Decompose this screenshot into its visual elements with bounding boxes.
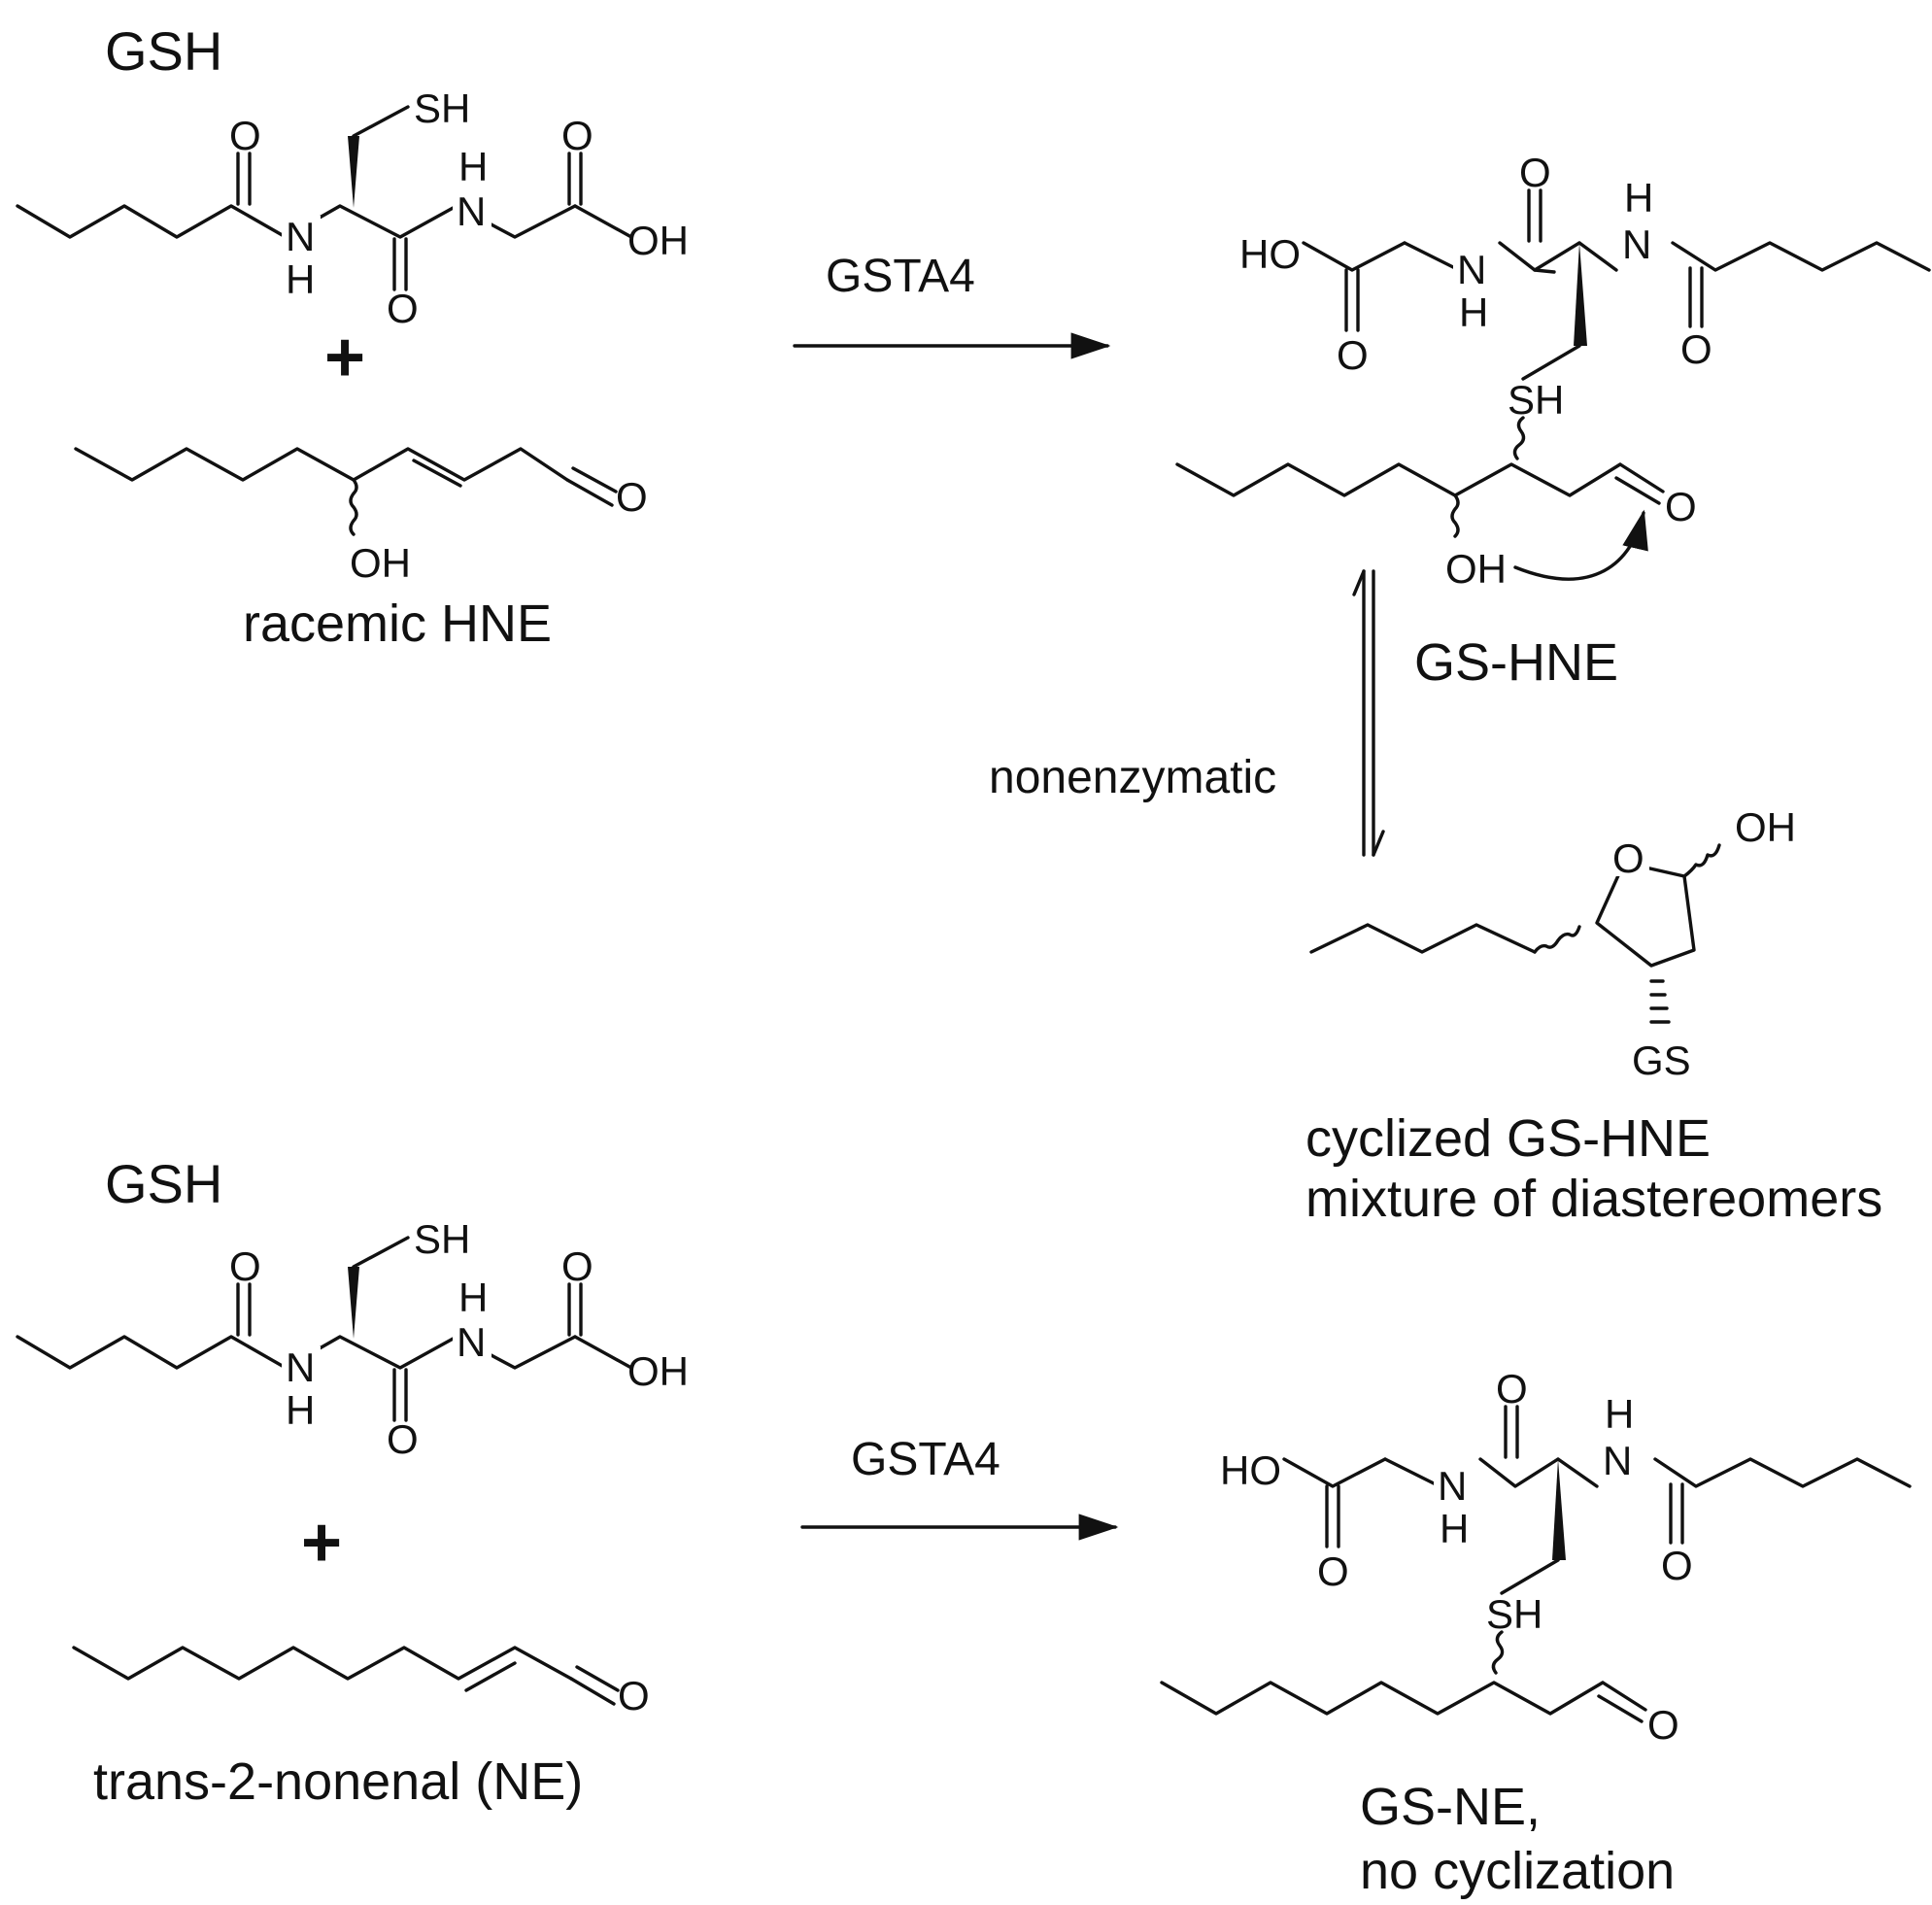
gs-ne-label-line2: no cyclization xyxy=(1360,1842,1675,1900)
atom-gs-ring: GS xyxy=(1632,1038,1691,1083)
atom-o-gly: O xyxy=(1337,332,1369,378)
atom-h-gly: H xyxy=(458,144,488,189)
plus-sign-bottom: + xyxy=(301,1504,342,1582)
gsh-structure-bottom: GSH N H O SH N H O O OH xyxy=(16,1153,689,1462)
cyclized-label-line2: mixture of diastereomers xyxy=(1305,1170,1882,1228)
gsh-label-bottom: GSH xyxy=(105,1153,222,1214)
atom-o-glu-r: O xyxy=(1680,326,1712,372)
atom-o-acid: O xyxy=(561,113,593,158)
ne-structure: O xyxy=(72,1646,650,1718)
gsta4-label-bottom: GSTA4 xyxy=(851,1434,1000,1485)
gs-hne-structure: HO O N H O H N O SH O OH xyxy=(1175,150,1931,592)
atom-oh-ring: OH xyxy=(1735,804,1796,850)
atom-n-gly-ne: N xyxy=(1438,1463,1467,1509)
atom-h-cys-r: H xyxy=(1624,175,1653,221)
cyclized-label-line1: cyclized GS-HNE xyxy=(1305,1109,1711,1168)
atom-ho-gly-ne: HO xyxy=(1220,1447,1281,1493)
atom-o-acid-b: O xyxy=(561,1243,593,1289)
atom-n-amide-b: N xyxy=(286,1344,315,1390)
atom-n-cys-r: N xyxy=(1622,221,1651,267)
equilibrium-arrows xyxy=(1352,569,1385,857)
hne-structure: O OH xyxy=(74,447,648,586)
atom-o-ald-r: O xyxy=(1665,484,1697,529)
atom-o-glu-ne: O xyxy=(1661,1543,1693,1588)
racemic-hne-label: racemic HNE xyxy=(243,595,552,653)
atom-o-amide-b: O xyxy=(229,1243,261,1289)
atom-h-amide: H xyxy=(286,256,315,302)
cyclized-gs-hne-structure: O OH GS xyxy=(1309,804,1796,1083)
atom-oh-r: OH xyxy=(1445,546,1507,592)
atom-oh-acid: OH xyxy=(627,218,689,263)
gsh-structure-top: GSH N H O SH N H O O OH xyxy=(16,20,689,331)
plus-sign-top: + xyxy=(324,319,365,396)
atom-h-gly-b: H xyxy=(458,1275,488,1320)
atom-h-gly-ne: H xyxy=(1440,1506,1469,1551)
atom-n-gly: N xyxy=(457,188,486,234)
atom-sh-ne: SH xyxy=(1486,1591,1542,1637)
gsta4-label-top: GSTA4 xyxy=(826,251,975,302)
atom-o-gly-ne: O xyxy=(1317,1548,1349,1594)
atom-o-ring: O xyxy=(1612,835,1644,881)
atom-ho-gly: HO xyxy=(1239,231,1301,277)
atom-h-cys-ne: H xyxy=(1605,1391,1634,1437)
gs-ne-structure: HO O N H O H N O SH O xyxy=(1160,1366,1912,1748)
atom-n-gly-b: N xyxy=(457,1319,486,1365)
nonenzymatic-label: nonenzymatic xyxy=(989,752,1276,803)
atom-n-gly-r: N xyxy=(1457,247,1486,292)
atom-sh-b: SH xyxy=(414,1216,470,1262)
atom-o-amide2-b: O xyxy=(387,1416,419,1462)
atom-o-amide-r: O xyxy=(1519,150,1551,195)
atom-o-ne: O xyxy=(618,1673,650,1718)
gs-ne-label-line1: GS-NE, xyxy=(1360,1778,1541,1836)
atom-h-gly-r: H xyxy=(1459,289,1488,335)
gsh-label-top: GSH xyxy=(105,20,222,82)
atom-o-amide-ne: O xyxy=(1496,1366,1528,1412)
atom-h-amide-b: H xyxy=(286,1387,315,1433)
atom-o-ald-ne: O xyxy=(1647,1702,1679,1748)
atom-oh-hne: OH xyxy=(350,540,411,586)
gs-hne-label: GS-HNE xyxy=(1414,633,1618,692)
atom-sh: SH xyxy=(414,85,470,131)
trans-nonenal-label: trans-2-nonenal (NE) xyxy=(93,1752,583,1811)
atom-o-amide2: O xyxy=(387,286,419,331)
atom-sh-r: SH xyxy=(1508,377,1564,423)
atom-o-amide: O xyxy=(229,113,261,158)
atom-n-cys-ne: N xyxy=(1603,1438,1632,1483)
atom-oh-acid-b: OH xyxy=(627,1348,689,1394)
atom-o-aldehyde: O xyxy=(616,474,648,520)
atom-n-amide: N xyxy=(286,214,315,259)
